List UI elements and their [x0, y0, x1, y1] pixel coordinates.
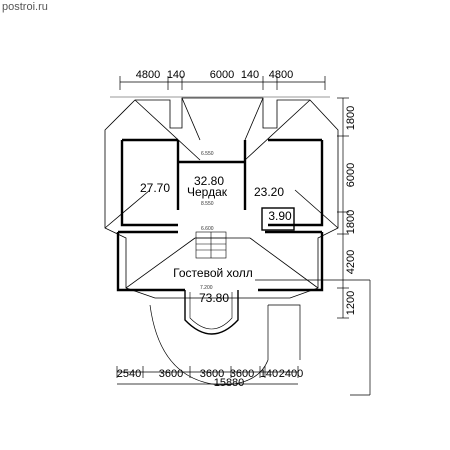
room-hall-area: 73.80	[199, 291, 229, 305]
level-mark-3: 7.200	[200, 285, 213, 291]
stairs	[195, 231, 227, 259]
room-hall-label: Гостевой холл	[173, 266, 253, 280]
dim-right-1: 1800	[345, 106, 357, 130]
dim-bottom-6: 2400	[279, 368, 303, 380]
dim-bottom-3: 3600	[200, 368, 224, 380]
dim-top-3: 6000	[210, 69, 234, 81]
level-mark-1: 8.550	[201, 201, 214, 207]
bottom-dimensions	[116, 366, 299, 385]
top-dimensions	[110, 76, 330, 98]
dim-bottom-5: 140	[260, 368, 278, 380]
level-mark-4: 6.550	[201, 151, 214, 157]
room-right-area: 23.20	[254, 185, 284, 199]
small-room	[261, 207, 295, 231]
dim-total: 15880	[214, 377, 245, 389]
room-small-area: 3.90	[268, 209, 292, 223]
dim-right-4: 4200	[345, 250, 357, 274]
dim-right-3: 1800	[345, 210, 357, 234]
dim-bottom-4: 3600	[230, 368, 254, 380]
room-left-area: 27.70	[140, 181, 170, 195]
dim-right-5: 1200	[345, 291, 357, 315]
dim-bottom-1: 2540	[117, 368, 141, 380]
dim-top-1: 4800	[136, 69, 160, 81]
room-attic-area: 32.80	[194, 174, 224, 188]
dim-top-2: 140	[167, 69, 185, 81]
dim-top-5: 4800	[269, 69, 293, 81]
walls	[116, 138, 324, 292]
entrance-bay	[184, 290, 239, 335]
dim-bottom-2: 3600	[159, 368, 183, 380]
watermark: postroi.ru	[2, 1, 48, 13]
level-mark-2: 6.600	[201, 226, 214, 232]
room-attic-label: Чердак	[187, 185, 228, 199]
dim-top-4: 140	[241, 69, 259, 81]
right-dimensions	[337, 97, 349, 319]
dim-right-2: 6000	[345, 163, 357, 187]
